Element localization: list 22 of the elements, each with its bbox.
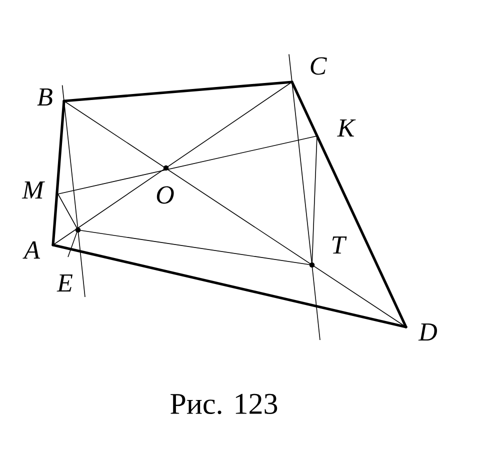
line-segment	[78, 230, 312, 266]
line-segment	[62, 80, 294, 102]
line-segment	[62, 85, 78, 230]
point-label: B	[37, 88, 52, 106]
line-segment	[290, 80, 408, 328]
line-segment	[288, 54, 312, 266]
line-segment	[52, 100, 66, 246]
line-segment	[52, 244, 408, 328]
point-label: C	[310, 57, 327, 75]
line-segment	[58, 194, 78, 230]
point-label: M	[22, 181, 46, 199]
figure-caption: Рис. 123	[170, 394, 278, 414]
point-label: A	[22, 241, 40, 259]
line-segment	[52, 82, 292, 246]
point-label: T	[309, 236, 347, 268]
point-label: D	[418, 323, 437, 341]
line-segment	[64, 100, 406, 328]
line-segment	[312, 136, 318, 266]
point-label: E	[56, 227, 81, 292]
point-label: K	[337, 119, 356, 137]
line-segment	[58, 136, 318, 194]
point-label: O	[156, 165, 174, 204]
